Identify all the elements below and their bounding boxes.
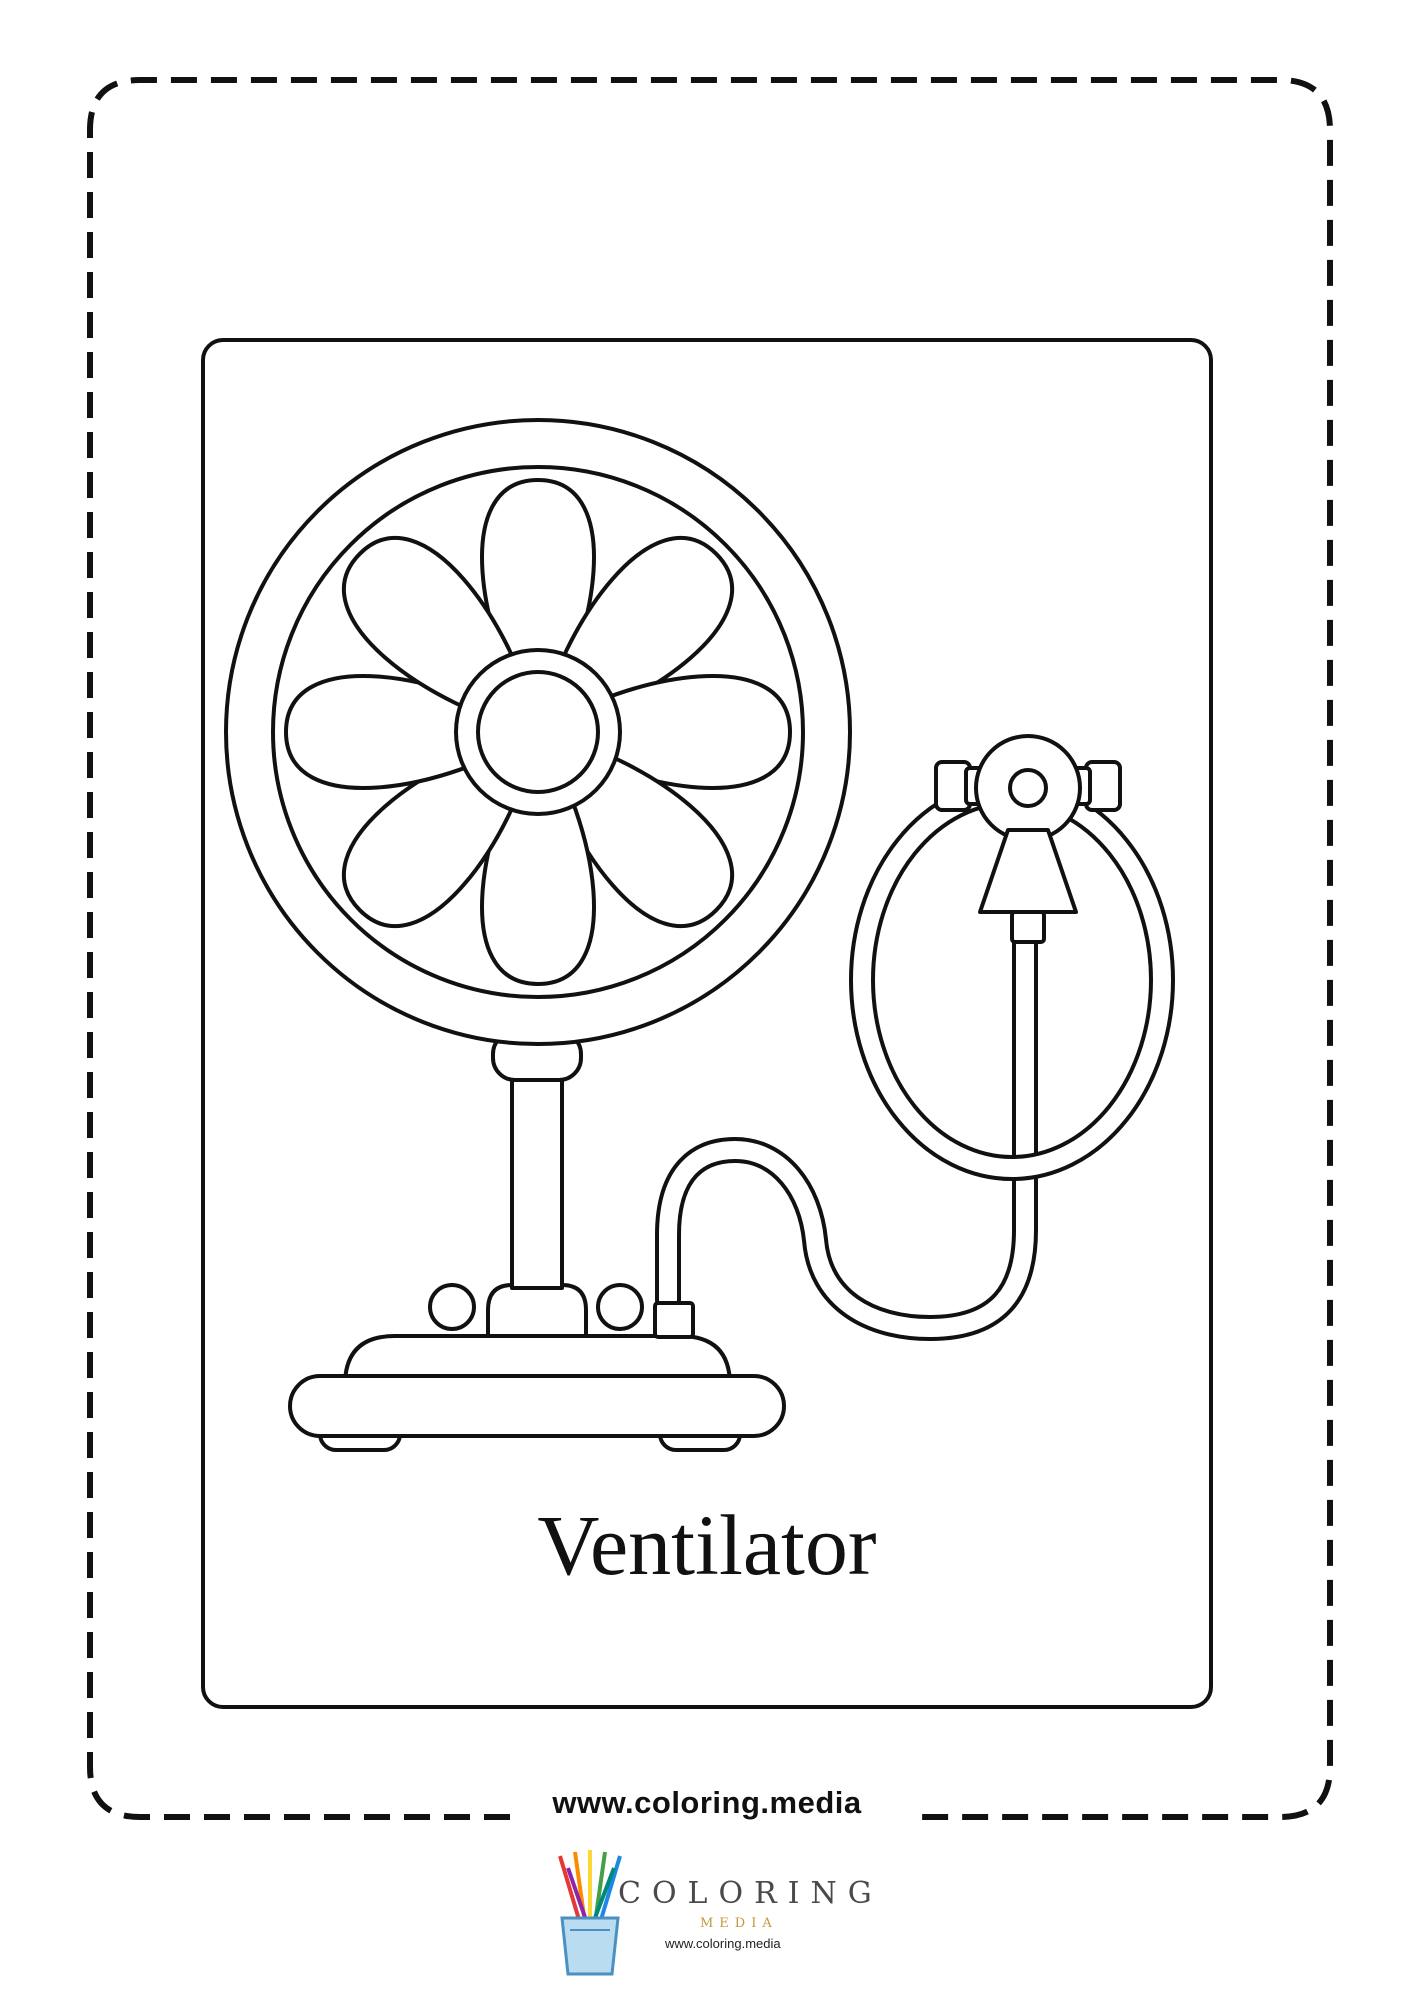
brand-logo: COLORING MEDIA www.coloring.media (540, 1848, 900, 1980)
logo-url: www.coloring.media (665, 1936, 781, 1951)
fan-hub-inner (476, 670, 600, 794)
tube (655, 927, 1038, 1341)
pencil-cup-icon (558, 1850, 622, 1976)
site-url: www.coloring.media (552, 1785, 862, 1820)
page-title: Ventilator (537, 1497, 877, 1593)
logo-subtitle: MEDIA (700, 1916, 778, 1931)
mask-assembly (934, 734, 1122, 944)
dashed-border (87, 77, 1333, 1820)
ventilator-drawing (224, 418, 1175, 1452)
fan-pole (491, 1030, 583, 1290)
card-frame (201, 338, 1213, 1709)
fan-base (288, 1283, 786, 1452)
logo-wordmark: COLORING (618, 1876, 883, 1911)
fan-head (224, 418, 852, 1046)
